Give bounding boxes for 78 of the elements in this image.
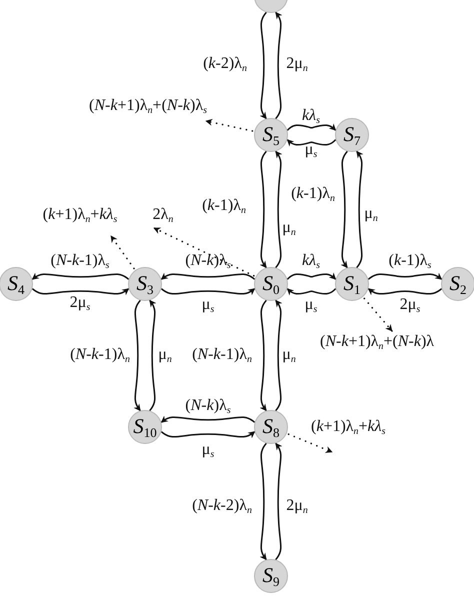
edge-label: μ$_{s}$: [202, 442, 214, 460]
arrow: [260, 12, 267, 120]
arrow: [356, 150, 364, 268]
state-circle: [335, 118, 369, 152]
edge-label: (N-k-1)λ$_{s}$: [50, 253, 110, 271]
dotted-arrow: [110, 235, 135, 270]
arrow: [275, 150, 282, 268]
edge-label: (k+1)λ$_{n}$+kλ$_{s}$: [311, 419, 386, 437]
arrow: [160, 272, 256, 280]
edge-label: μ$_{s}$: [304, 297, 318, 315]
arrow: [260, 442, 267, 560]
edge-label: (N-k+1)λ$_{n}$+(N-k)λ$_{s}$: [89, 98, 207, 116]
arrow: [32, 288, 130, 296]
state-label: S$_{10}$: [133, 416, 157, 438]
state-label: S$_{5}$: [262, 124, 280, 146]
edge-label: μ$_{n}$: [364, 206, 378, 224]
dotted-arrow: [153, 227, 255, 277]
edge-label: μ$_{s}$: [304, 142, 318, 160]
edge-label: μ$_{n}$: [158, 347, 172, 365]
arrow: [275, 442, 282, 560]
state-label: S$_{1}$: [343, 272, 360, 296]
edge-label: (N-k-1)λ$_{n}$: [70, 347, 130, 365]
state-label: S$_{0}$: [262, 272, 280, 296]
arrow: [286, 139, 336, 147]
edge-label: 2μ$_{n}$: [286, 56, 308, 74]
dotted-arrow: [364, 298, 393, 332]
arrow: [368, 272, 442, 280]
edge-label: (N-k)λ$_{s}$: [185, 253, 231, 271]
state-circle: [335, 267, 369, 301]
arrow: [260, 150, 267, 268]
edge-label: kλ$_{s}$: [302, 108, 320, 126]
edge-label: (k-2)λ$_{n}$: [203, 56, 247, 74]
edge-label: (N-k-2)λ$_{n}$: [192, 498, 252, 516]
edge-label: μ$_{n}$: [282, 347, 296, 365]
edge-label: (N-k-1)λ$_{n}$: [192, 347, 252, 365]
arrow: [32, 272, 130, 280]
edge-label: kλ$_{s}$: [302, 253, 320, 271]
state-circle: [441, 267, 474, 301]
edge-label: 2λ$_{n}$: [152, 207, 174, 225]
state-circle: [128, 410, 162, 444]
edge-label: (N-k+1)λ$_{n}$+(N-k)λ: [320, 334, 434, 352]
state-label: S$_{2}$: [449, 272, 466, 296]
arrow: [260, 300, 267, 412]
arrow: [286, 272, 336, 280]
dotted-arrow: [205, 118, 254, 132]
state-label: S$_{4}$: [7, 272, 24, 296]
edge-label: (k+1)λ$_{n}$+kλ$_{s}$: [42, 207, 118, 225]
edge-label: μ$_{n}$: [282, 220, 296, 238]
arrow: [340, 150, 348, 268]
arrow: [286, 288, 336, 296]
state-label: S$_{9}$: [262, 564, 280, 588]
arrow: [275, 12, 282, 120]
edge-label: (k-1)λ$_{s}$: [388, 253, 432, 271]
arrow: [160, 431, 256, 438]
state-circle: [254, 267, 288, 301]
state-circle: [254, 118, 288, 152]
state-circle: [254, 410, 288, 444]
arrow: [149, 300, 156, 412]
edge-label: 2μ$_{s}$: [400, 297, 420, 315]
edge-label: (k-1)λ$_{n}$: [291, 186, 335, 204]
state-circle: [254, 559, 288, 593]
arrow: [160, 416, 256, 423]
state-label: S$_{7}$: [343, 124, 360, 146]
arrow: [160, 288, 256, 296]
state-label: S$_{3}$: [136, 272, 154, 296]
edge-label: (k-1)λ$_{n}$: [202, 198, 246, 216]
arrow: [286, 123, 336, 131]
edge-label: 2μ$_{s}$: [70, 295, 90, 313]
state-circle: [128, 267, 162, 301]
arrow: [134, 300, 141, 412]
edge-label: (N-k)λ$_{s}$: [185, 398, 231, 416]
edge-label: 2μ$_{n}$: [286, 498, 308, 516]
state-label: S$_{8}$: [262, 416, 280, 438]
dotted-arrow: [288, 433, 333, 453]
state-circle: [0, 267, 33, 301]
arrow: [368, 288, 442, 296]
edge-label: μ$_{s}$: [202, 297, 214, 315]
arrow: [275, 300, 282, 412]
